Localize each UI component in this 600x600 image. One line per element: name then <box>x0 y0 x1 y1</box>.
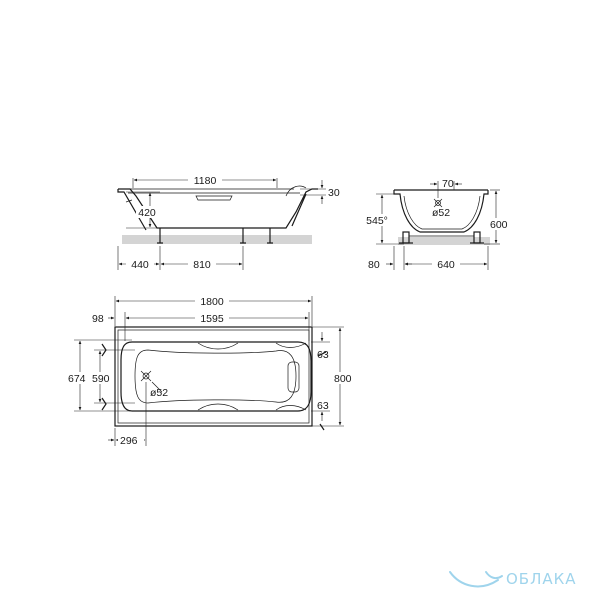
top-label-63-bottom: 63 <box>317 400 329 412</box>
end-label-80: 80 <box>368 259 380 271</box>
side-label-810: 810 <box>193 259 211 271</box>
side-view: 1180 420 30 440 810 <box>117 174 340 271</box>
top-view-inner-bottom <box>134 349 297 404</box>
end-label-drain-diameter: ø52 <box>432 207 450 219</box>
side-label-420: 420 <box>138 207 156 219</box>
side-label-440: 440 <box>131 259 149 271</box>
end-view-tub-outline <box>393 189 489 233</box>
end-view-floor <box>398 237 490 245</box>
top-view-basin <box>120 341 312 412</box>
top-label-1800: 1800 <box>200 296 224 308</box>
top-label-drain-diameter: ø52 <box>150 387 168 399</box>
top-label-296: 296 <box>120 435 138 447</box>
side-label-30: 30 <box>328 187 340 199</box>
end-label-640: 640 <box>437 259 455 271</box>
top-view: 1800 1595 98 674 590 800 63 63 ø52 <box>66 295 353 447</box>
end-label-545: 545° <box>366 215 388 227</box>
top-view-handle-top <box>197 342 239 350</box>
end-label-600: 600 <box>490 219 508 231</box>
side-view-floor <box>122 235 312 244</box>
top-view-headrest <box>287 361 300 393</box>
top-label-590: 590 <box>92 373 110 385</box>
top-view-drain-symbol <box>140 370 152 382</box>
top-label-98: 98 <box>92 313 104 325</box>
top-label-800: 800 <box>334 373 352 385</box>
side-view-tub-outline <box>117 188 318 231</box>
end-view-legs <box>399 231 484 244</box>
top-view-outer-rim <box>114 326 313 427</box>
cloud-wave-icon <box>449 571 499 588</box>
top-label-674: 674 <box>68 373 86 385</box>
side-view-legs <box>157 228 273 244</box>
end-label-70: 70 <box>442 178 454 190</box>
watermark-text: ОБЛАКА <box>506 570 577 588</box>
side-view-headrest <box>285 185 307 197</box>
top-view-handle-bottom <box>197 403 239 411</box>
top-label-63-top: 63 <box>317 349 329 361</box>
top-label-1595: 1595 <box>200 313 224 325</box>
end-view-drain-symbol <box>433 198 443 208</box>
side-label-1180: 1180 <box>194 175 217 187</box>
end-view: 70 ø52 545° 600 80 640 <box>362 178 508 271</box>
side-view-handle <box>195 195 233 201</box>
watermark-logo: ОБЛАКА <box>449 570 577 588</box>
